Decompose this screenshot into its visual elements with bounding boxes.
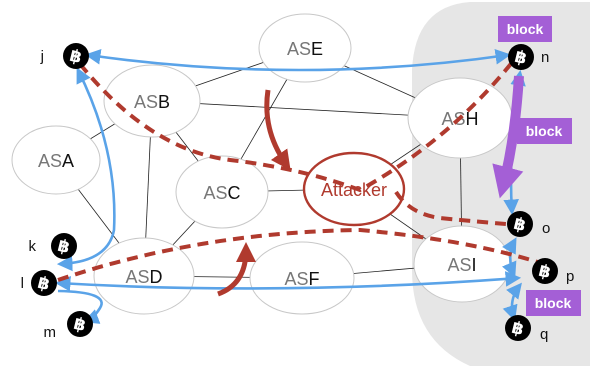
as-label-suffix: E [311, 39, 323, 59]
svg-text:฿: ฿ [68, 46, 84, 67]
as-label-suffix: F [309, 269, 320, 289]
bitcoin-node-label: k [29, 238, 37, 255]
block-label-top: block [498, 16, 552, 42]
as-label: ASC [203, 183, 240, 203]
bitcoin-node-l[interactable]: ฿l [21, 270, 57, 296]
as-label-prefix: AS [287, 39, 311, 59]
svg-text:฿: ฿ [36, 273, 52, 294]
connection-o-p [501, 237, 517, 278]
hijack-l-p [57, 227, 545, 282]
as-label-prefix: AS [447, 255, 471, 275]
hijacked-paths [57, 58, 545, 282]
bitcoin-node-p[interactable]: ฿p [532, 258, 574, 285]
bitcoin-node-label: n [541, 49, 549, 66]
bitcoin-icon: ฿ [63, 43, 89, 69]
bitcoin-node-label: o [542, 220, 550, 237]
as-node-asc[interactable]: ASC [175, 155, 269, 229]
bitcoin-connections [54, 49, 526, 324]
bitcoin-node-label: q [540, 326, 548, 343]
bitcoin-node-m[interactable]: ฿m [44, 311, 94, 341]
bitcoin-node-j[interactable]: ฿j [40, 43, 89, 69]
as-label-prefix: AS [284, 269, 308, 289]
bitcoin-icon: ฿ [505, 315, 531, 341]
as-label: ASH [441, 109, 478, 129]
as-label: ASD [125, 267, 162, 287]
connection-p-q [502, 282, 522, 321]
bitcoin-icon: ฿ [508, 44, 534, 70]
block-label-middle-text: block [526, 123, 563, 139]
bitcoin-node-k[interactable]: ฿k [29, 233, 78, 259]
block-label-bottom: block [526, 290, 581, 316]
block-label-middle: block [517, 118, 572, 144]
svg-text:฿: ฿ [72, 314, 88, 335]
block-label-top-text: block [507, 21, 544, 37]
as-ellipse [175, 155, 269, 229]
bitcoin-node-label: m [44, 324, 57, 341]
as-node-asi[interactable]: ASI [413, 225, 511, 303]
bitcoin-node-label: j [40, 48, 44, 65]
as-node-asb[interactable]: ASB [103, 64, 201, 138]
hijack-arrow-top [264, 89, 291, 171]
as-label-suffix: D [150, 267, 163, 287]
svg-text:฿: ฿ [512, 214, 528, 235]
svg-text:฿: ฿ [56, 236, 72, 257]
as-label-suffix: C [228, 183, 241, 203]
as-node-asf[interactable]: ASF [249, 241, 355, 315]
svg-text:฿: ฿ [513, 47, 529, 68]
as-label-prefix: AS [441, 109, 465, 129]
bitcoin-icon: ฿ [31, 270, 57, 296]
as-label: ASB [134, 92, 170, 112]
as-node-ase[interactable]: ASE [258, 13, 352, 83]
bitcoin-icon: ฿ [507, 211, 533, 237]
block-arrow [492, 75, 524, 199]
as-label-suffix: H [466, 109, 479, 129]
as-label-suffix: B [158, 92, 170, 112]
as-label-prefix: AS [134, 92, 158, 112]
bitcoin-node-q[interactable]: ฿q [505, 315, 548, 343]
connection-j-l [56, 67, 116, 272]
svg-text:฿: ฿ [510, 318, 526, 339]
bitcoin-node-n[interactable]: ฿n [508, 44, 549, 70]
bitcoin-icon: ฿ [532, 258, 558, 284]
as-label-suffix: A [62, 151, 74, 171]
block-label-bottom-text: block [535, 295, 572, 311]
bitcoin-icon: ฿ [51, 233, 77, 259]
as-ellipse [103, 64, 201, 138]
bitcoin-nodes: ฿j฿k฿l฿m฿n฿o฿p฿q [21, 43, 574, 343]
hijack-j-n [78, 58, 516, 193]
bitcoin-node-label: p [566, 268, 574, 285]
svg-text:฿: ฿ [537, 261, 553, 282]
as-label: ASI [447, 255, 476, 275]
as-label: ASE [287, 39, 323, 59]
as-node-asa[interactable]: ASA [11, 125, 101, 195]
as-label: ASA [38, 151, 74, 171]
as-node-asd[interactable]: ASD [93, 237, 195, 315]
as-label: ASF [284, 269, 319, 289]
bitcoin-node-label: l [21, 275, 24, 292]
as-ellipse [258, 13, 352, 83]
attacker-label: Attacker [321, 180, 387, 200]
bitcoin-node-o[interactable]: ฿o [507, 211, 550, 237]
connection-l-p [54, 271, 522, 292]
bitcoin-icon: ฿ [67, 311, 93, 337]
connection-j-n [84, 49, 512, 72]
as-label-suffix: I [472, 255, 477, 275]
as-label-prefix: AS [203, 183, 227, 203]
as-label-prefix: AS [125, 267, 149, 287]
hijack-arrow-bottom [217, 242, 256, 297]
as-label-prefix: AS [38, 151, 62, 171]
